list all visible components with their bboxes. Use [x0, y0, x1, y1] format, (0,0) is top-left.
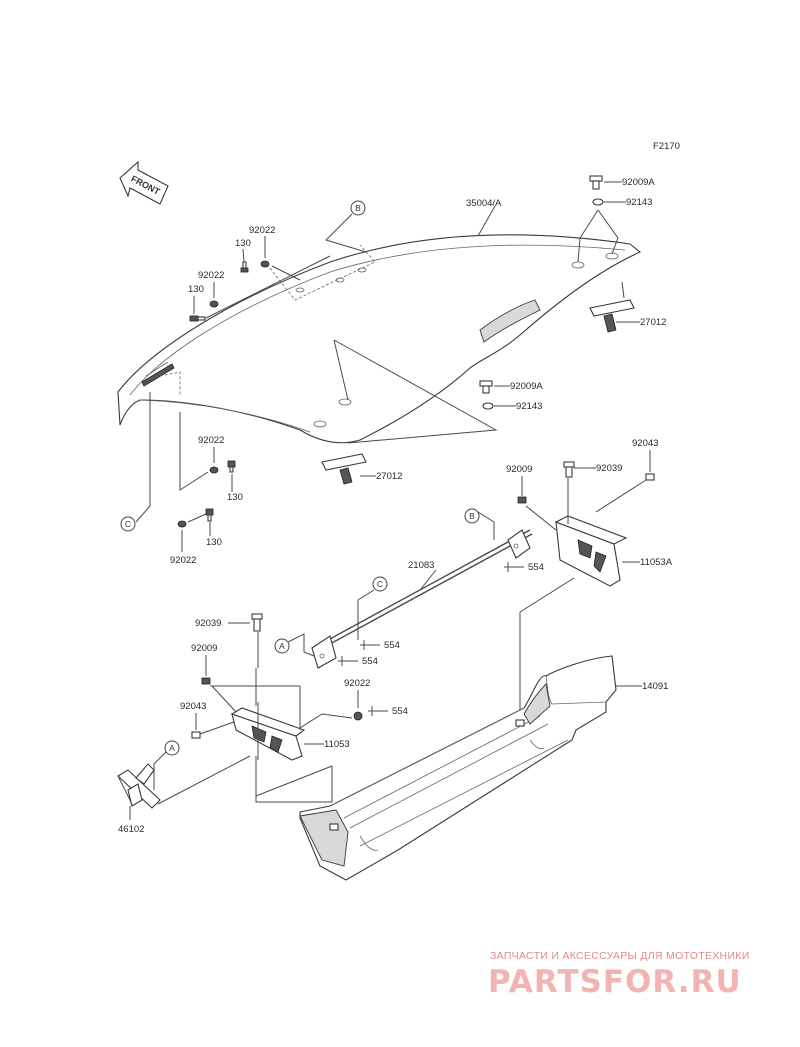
callout-92022-d: 92022: [170, 555, 196, 566]
clip-92009A-top: [589, 175, 603, 190]
bolt-92043-r: [645, 473, 655, 481]
callout-11053: 11053: [324, 739, 350, 750]
washer-92022-d: [177, 520, 187, 528]
ref-mark-B2: [464, 508, 480, 524]
washer-92022-c: [209, 466, 219, 474]
callout-130-c: 130: [227, 492, 243, 503]
ref-mark-C2: [372, 576, 388, 592]
bolt-92043-l: [191, 731, 201, 739]
callout-14091: 14091: [642, 681, 668, 692]
ref-mark-B1: [350, 200, 366, 216]
callout-554-b: 554: [384, 640, 400, 651]
callout-92043-r: 92043: [632, 438, 658, 449]
screw-130-d: [205, 508, 214, 522]
callout-46102: 46102: [118, 824, 144, 835]
callout-27012-right: 27012: [640, 317, 666, 328]
callout-92143-mid: 92143: [516, 401, 542, 412]
callout-92022-b: 92022: [198, 270, 224, 281]
rod-21083: [311, 529, 533, 669]
svg-text:C: C: [125, 519, 131, 529]
pin-554-a: [504, 562, 524, 572]
svg-text:C: C: [377, 579, 383, 589]
callout-92009-l: 92009: [191, 643, 217, 654]
pin-554-d: [368, 706, 388, 716]
callout-554-c: 554: [362, 656, 378, 667]
screw-130-a: [240, 261, 249, 273]
svg-text:B: B: [469, 511, 475, 521]
callout-130-d: 130: [206, 537, 222, 548]
callout-21083: 21083: [408, 560, 434, 571]
ref-mark-A2: [164, 740, 180, 756]
callout-92009-r: 92009: [506, 464, 532, 475]
bolt-92009-l: [201, 677, 211, 685]
callout-92039-l: 92039: [195, 618, 221, 629]
callout-554-d: 554: [392, 706, 408, 717]
pin-554-b: [360, 640, 380, 650]
callout-27012-mid: 27012: [376, 471, 402, 482]
callout-92043-l: 92043: [180, 701, 206, 712]
callout-130-b: 130: [188, 284, 204, 295]
washer-92143-mid: [482, 402, 494, 410]
bracket-11053: [230, 707, 306, 761]
callout-130-a: 130: [235, 238, 251, 249]
callout-92039-r: 92039: [596, 463, 622, 474]
cover-14091: [299, 655, 617, 881]
ref-mark-A1: [274, 638, 290, 654]
pin-554-c: [338, 656, 358, 666]
ref-mark-C1: [120, 516, 136, 532]
bolt-92009-r: [517, 496, 527, 504]
watermark-subtitle: ЗАПЧАСТИ И АКСЕССУАРЫ ДЛЯ МОТОТЕХНИКИ: [490, 950, 750, 962]
callout-35004A: 35004/A: [466, 198, 502, 209]
clip-92009A-mid: [479, 380, 493, 394]
bracket-27012-mid: [321, 453, 367, 485]
callout-554-a: 554: [528, 562, 544, 573]
washer-92022-b: [209, 300, 219, 308]
handle-46102: [117, 763, 161, 809]
bolt-92039-l: [251, 613, 263, 632]
roof-panel: [117, 234, 642, 444]
callout-92143-top: 92143: [626, 197, 652, 208]
screw-130-c: [227, 460, 236, 473]
svg-text:A: A: [279, 641, 285, 651]
washer-92022-e: [353, 711, 363, 721]
front-arrow-icon: FRONT: [119, 160, 169, 205]
svg-text:A: A: [169, 743, 175, 753]
callout-92022-e: 92022: [344, 678, 370, 689]
watermark-logo: PARTSFOR.RU: [488, 964, 742, 1000]
callout-92022-a: 92022: [249, 225, 275, 236]
bolt-92039-r: [563, 461, 575, 478]
callout-92009A-mid: 92009A: [510, 381, 543, 392]
callout-11053A: 11053A: [640, 557, 673, 568]
bracket-27012-right: [589, 299, 635, 333]
washer-92143-top: [592, 198, 604, 206]
figure-code: F2170: [653, 141, 680, 152]
svg-text:B: B: [355, 203, 361, 213]
callout-92022-c: 92022: [198, 435, 224, 446]
callout-92009A-top: 92009A: [622, 177, 655, 188]
screw-130-b: [189, 315, 206, 322]
bracket-11053A: [554, 515, 628, 587]
washer-92022-a: [260, 260, 270, 268]
